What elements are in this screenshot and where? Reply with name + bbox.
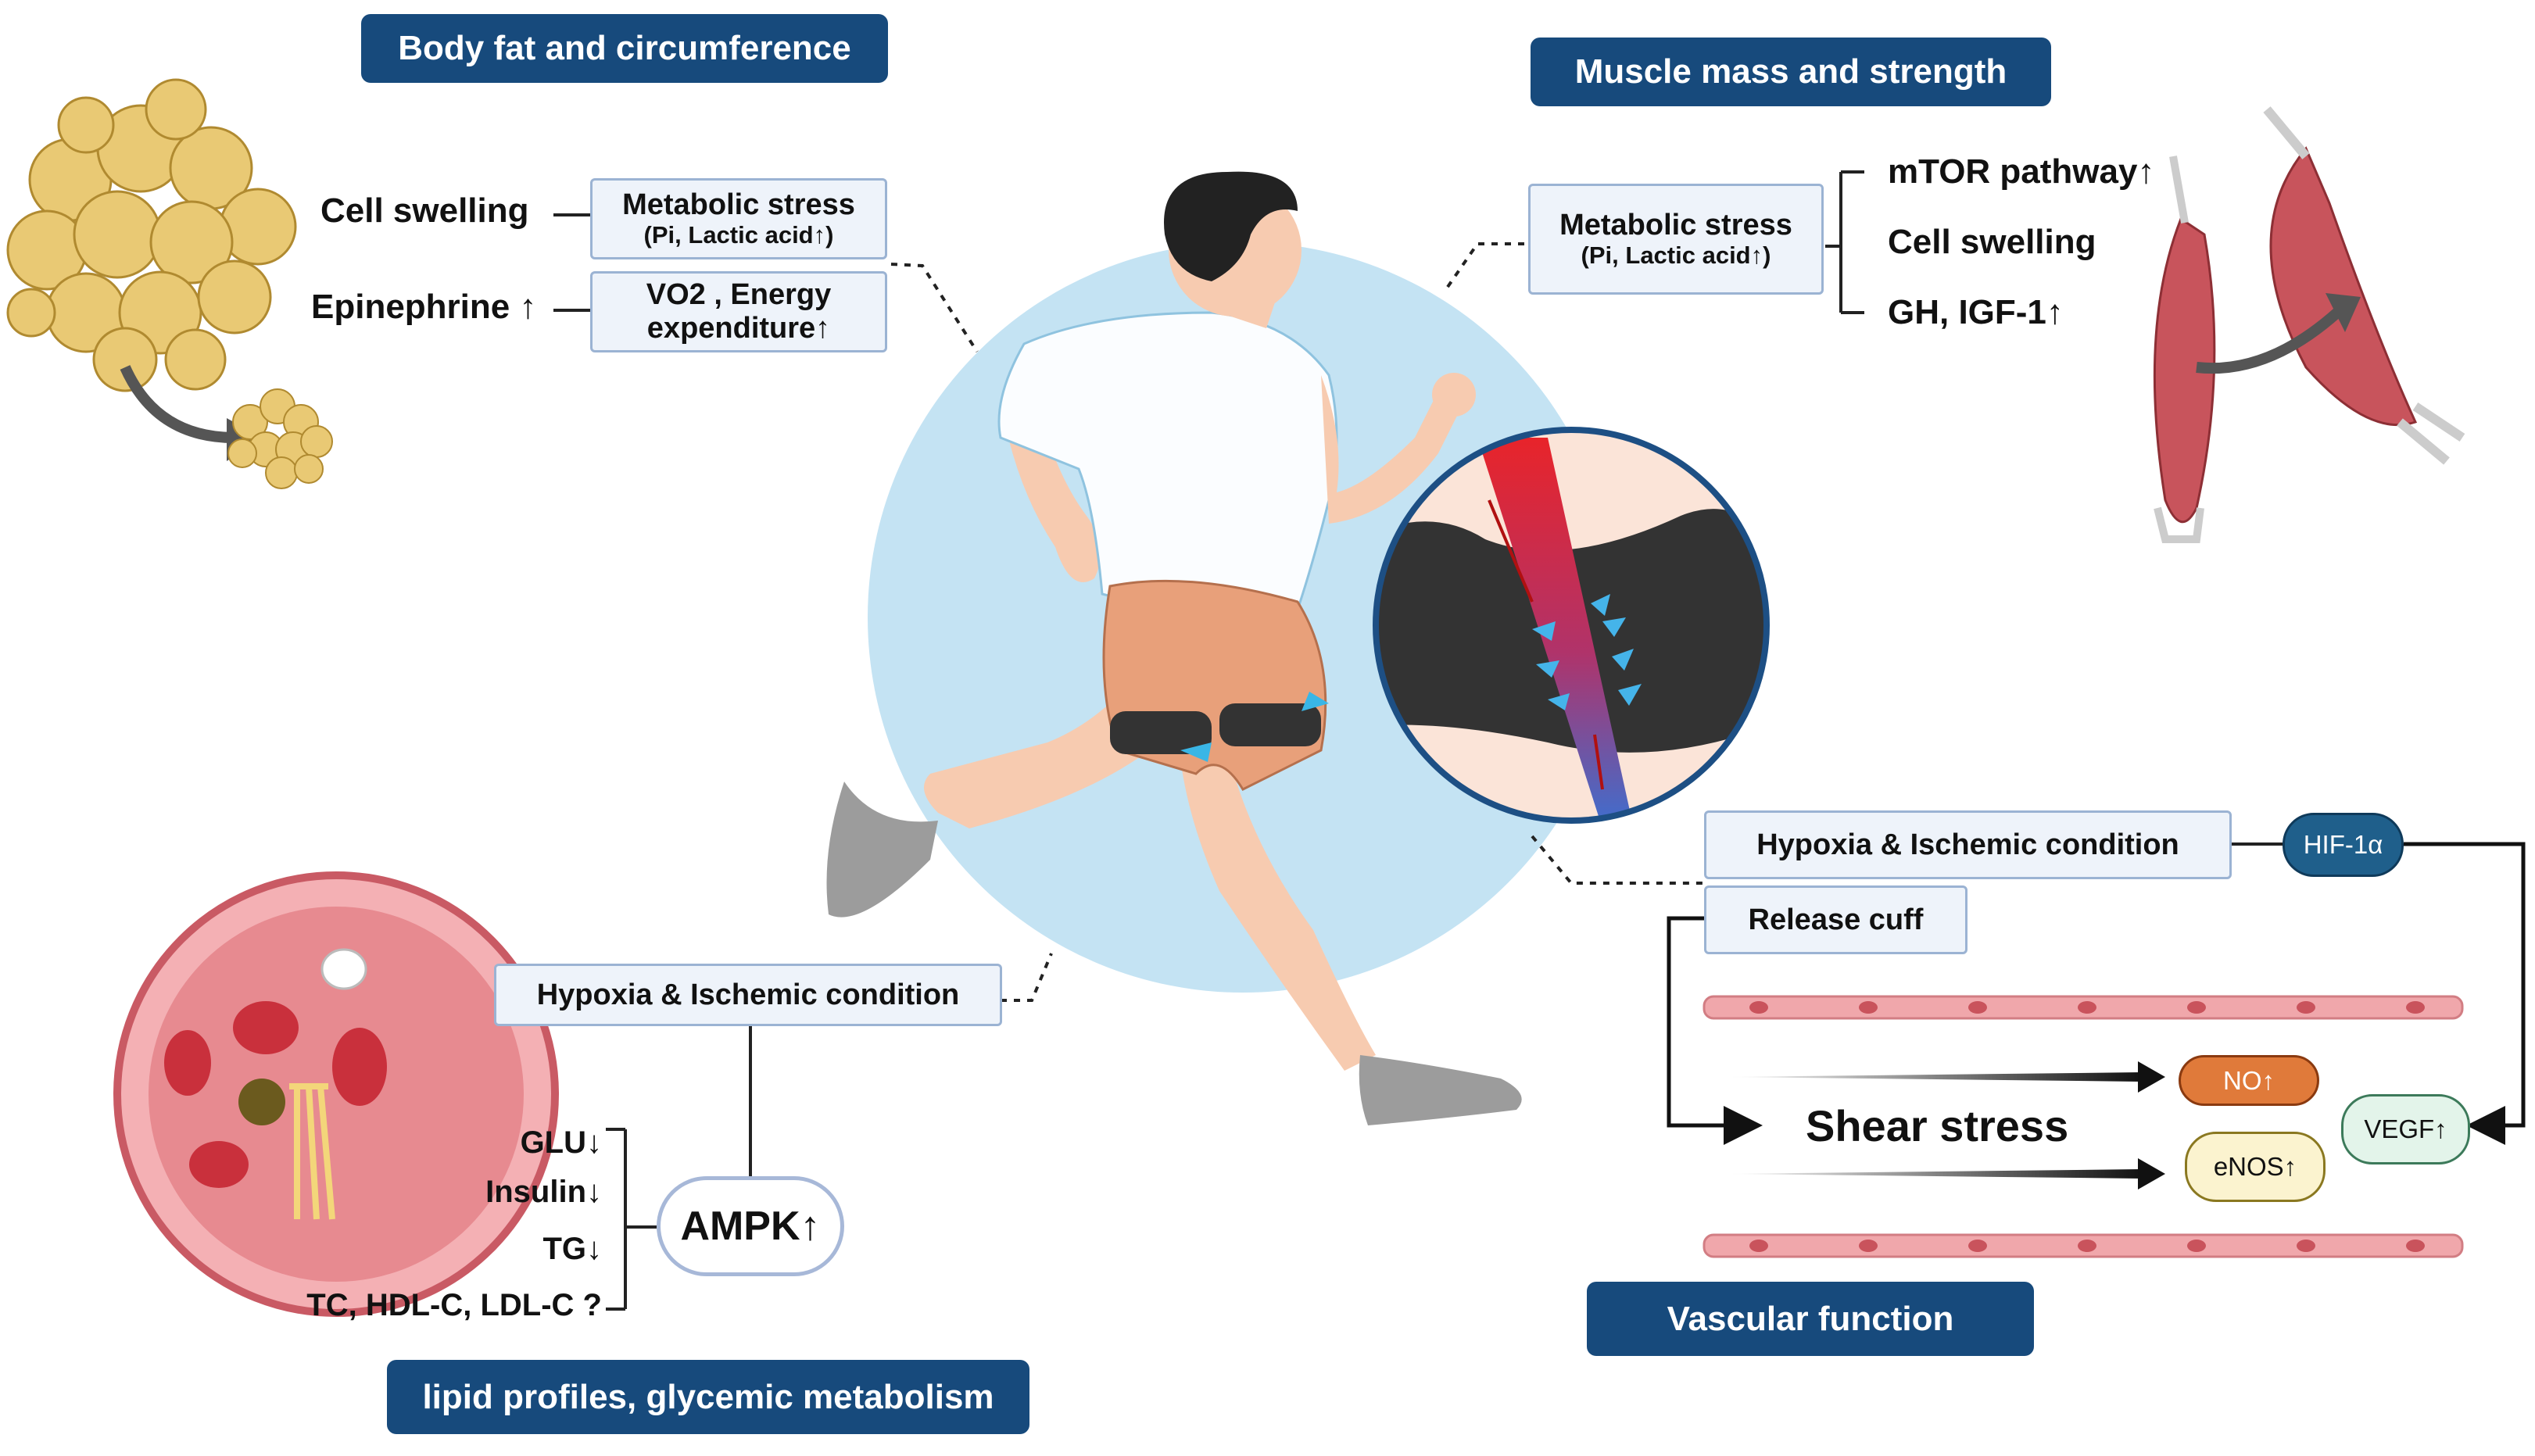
metabolic-stress-box-fat: Metabolic stress (Pi, Lactic acid↑) <box>590 178 887 259</box>
ampk-node: AMPK↑ <box>657 1176 844 1276</box>
hypoxia-box-lipid: Hypoxia & Ischemic condition <box>494 964 1002 1026</box>
vo2-line2: expenditure↑ <box>646 312 831 345</box>
dotted-connectors <box>890 242 1704 1002</box>
shear-stress-label: Shear stress <box>1806 1101 2069 1150</box>
runner-illustration <box>826 171 1522 1125</box>
flow-arrows <box>1667 842 2526 1145</box>
tg-label: TG↓ <box>542 1232 602 1266</box>
glu-label: GLU↓ <box>520 1125 602 1160</box>
cuff-magnified-view <box>1373 427 1770 824</box>
metabolic-stress-title: Metabolic stress <box>622 188 855 222</box>
hypoxia-box-vascular: Hypoxia & Ischemic condition <box>1704 810 2232 879</box>
tc-hdl-ldl-label: TC, HDL-C, LDL-C ? <box>306 1288 602 1322</box>
release-cuff-box: Release cuff <box>1704 885 1967 954</box>
muscle-icon <box>2153 106 2465 543</box>
shear-arrows <box>1728 1061 2165 1189</box>
banner-body-fat: Body fat and circumference <box>361 14 888 83</box>
enos-pill: eNOS↑ <box>2185 1132 2326 1202</box>
endothelium-bottom <box>1703 1233 2464 1258</box>
no-pill: NO↑ <box>2179 1055 2319 1106</box>
vo2-line1: VO2 , Energy <box>646 278 832 312</box>
banner-vascular: Vascular function <box>1587 1282 2034 1356</box>
blood-vessel-icon <box>113 871 559 1317</box>
metabolic-stress-sub: (Pi, Lactic acid↑) <box>1581 241 1771 269</box>
hif-pill: HIF-1α <box>2283 813 2404 877</box>
insulin-label: Insulin↓ <box>485 1175 602 1209</box>
banner-lipid: lipid profiles, glycemic metabolism <box>387 1360 1029 1434</box>
fat-cells-icon <box>6 78 333 489</box>
muscle-cell-swelling-label: Cell swelling <box>1888 223 2096 261</box>
gh-igf-label: GH, IGF-1↑ <box>1888 293 2064 331</box>
banner-muscle: Muscle mass and strength <box>1531 38 2051 106</box>
vegf-pill: VEGF↑ <box>2341 1094 2470 1164</box>
solid-connectors <box>553 170 2283 1311</box>
epinephrine-label: Epinephrine ↑ <box>311 288 537 326</box>
metabolic-stress-box-muscle: Metabolic stress (Pi, Lactic acid↑) <box>1528 184 1824 295</box>
vo2-box: VO2 , Energy expenditure↑ <box>590 271 887 352</box>
cell-swelling-label: Cell swelling <box>320 191 529 230</box>
mtor-label: mTOR pathway↑ <box>1888 152 2155 191</box>
endothelium-top <box>1703 995 2464 1020</box>
metabolic-stress-sub: (Pi, Lactic acid↑) <box>643 220 834 249</box>
metabolic-stress-title: Metabolic stress <box>1559 209 1792 242</box>
